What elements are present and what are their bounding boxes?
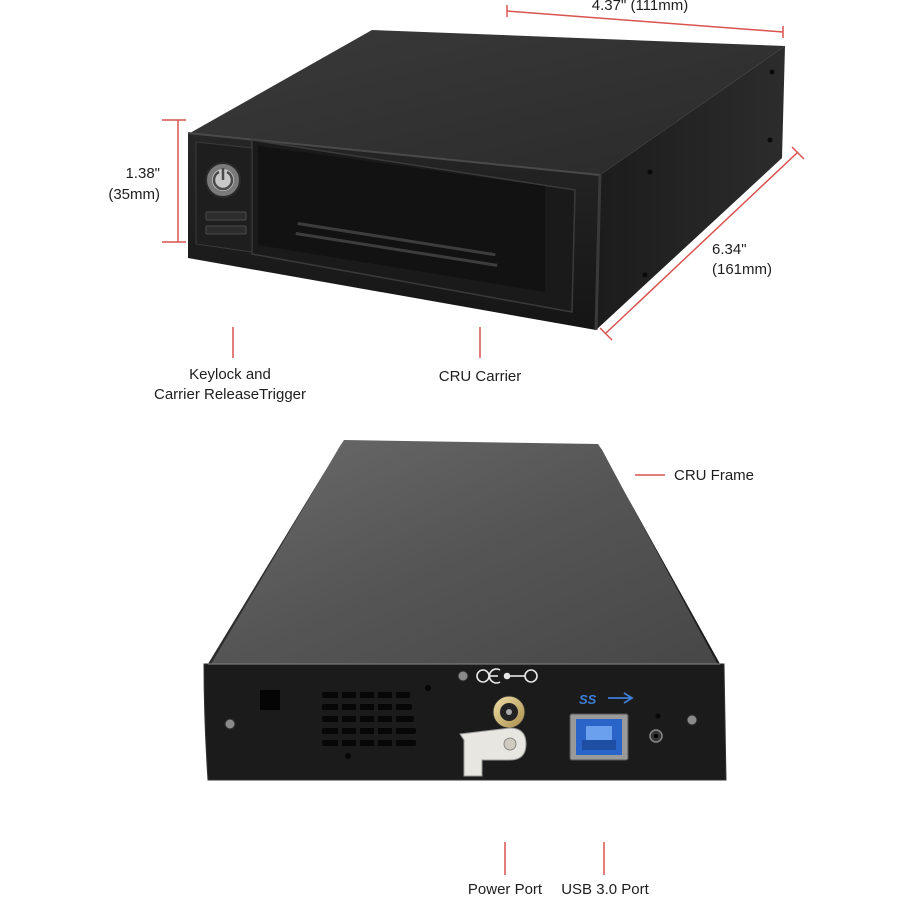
depth-dimension-inch-label: 6.34" xyxy=(712,241,747,258)
usb-superspeed-logo-icon xyxy=(608,692,634,704)
carrier-vent-slots xyxy=(295,221,498,267)
dimension-lines xyxy=(162,5,805,875)
power-port-icon xyxy=(492,695,526,729)
rear-vent-grid xyxy=(322,692,416,746)
enclosure-front-view xyxy=(187,30,785,331)
width-dimension-label: 4.37" (111mm) xyxy=(591,0,689,14)
dc-polarity-icon xyxy=(476,668,538,684)
depth-dimension-mm-label: (161mm) xyxy=(712,261,773,278)
height-dimension-inch-label: 1.38" xyxy=(125,165,160,182)
enclosure-rear-view xyxy=(203,440,727,781)
cru-frame-label: CRU Frame xyxy=(674,467,755,484)
keylock-icon xyxy=(205,162,241,198)
usb-port-label: USB 3.0 Port xyxy=(561,881,649,898)
usb-port-icon xyxy=(569,713,629,761)
keylock-label-line1: Keylock and xyxy=(189,366,271,383)
cable-clip-icon xyxy=(459,727,527,777)
height-dimension-mm-label: (35mm) xyxy=(108,186,160,203)
keylock-label-line2: Carrier ReleaseTrigger xyxy=(154,386,306,403)
power-port-label: Power Port xyxy=(467,881,543,898)
usb-ss-text: SS xyxy=(579,692,597,707)
cru-carrier-label: CRU Carrier xyxy=(438,368,522,385)
